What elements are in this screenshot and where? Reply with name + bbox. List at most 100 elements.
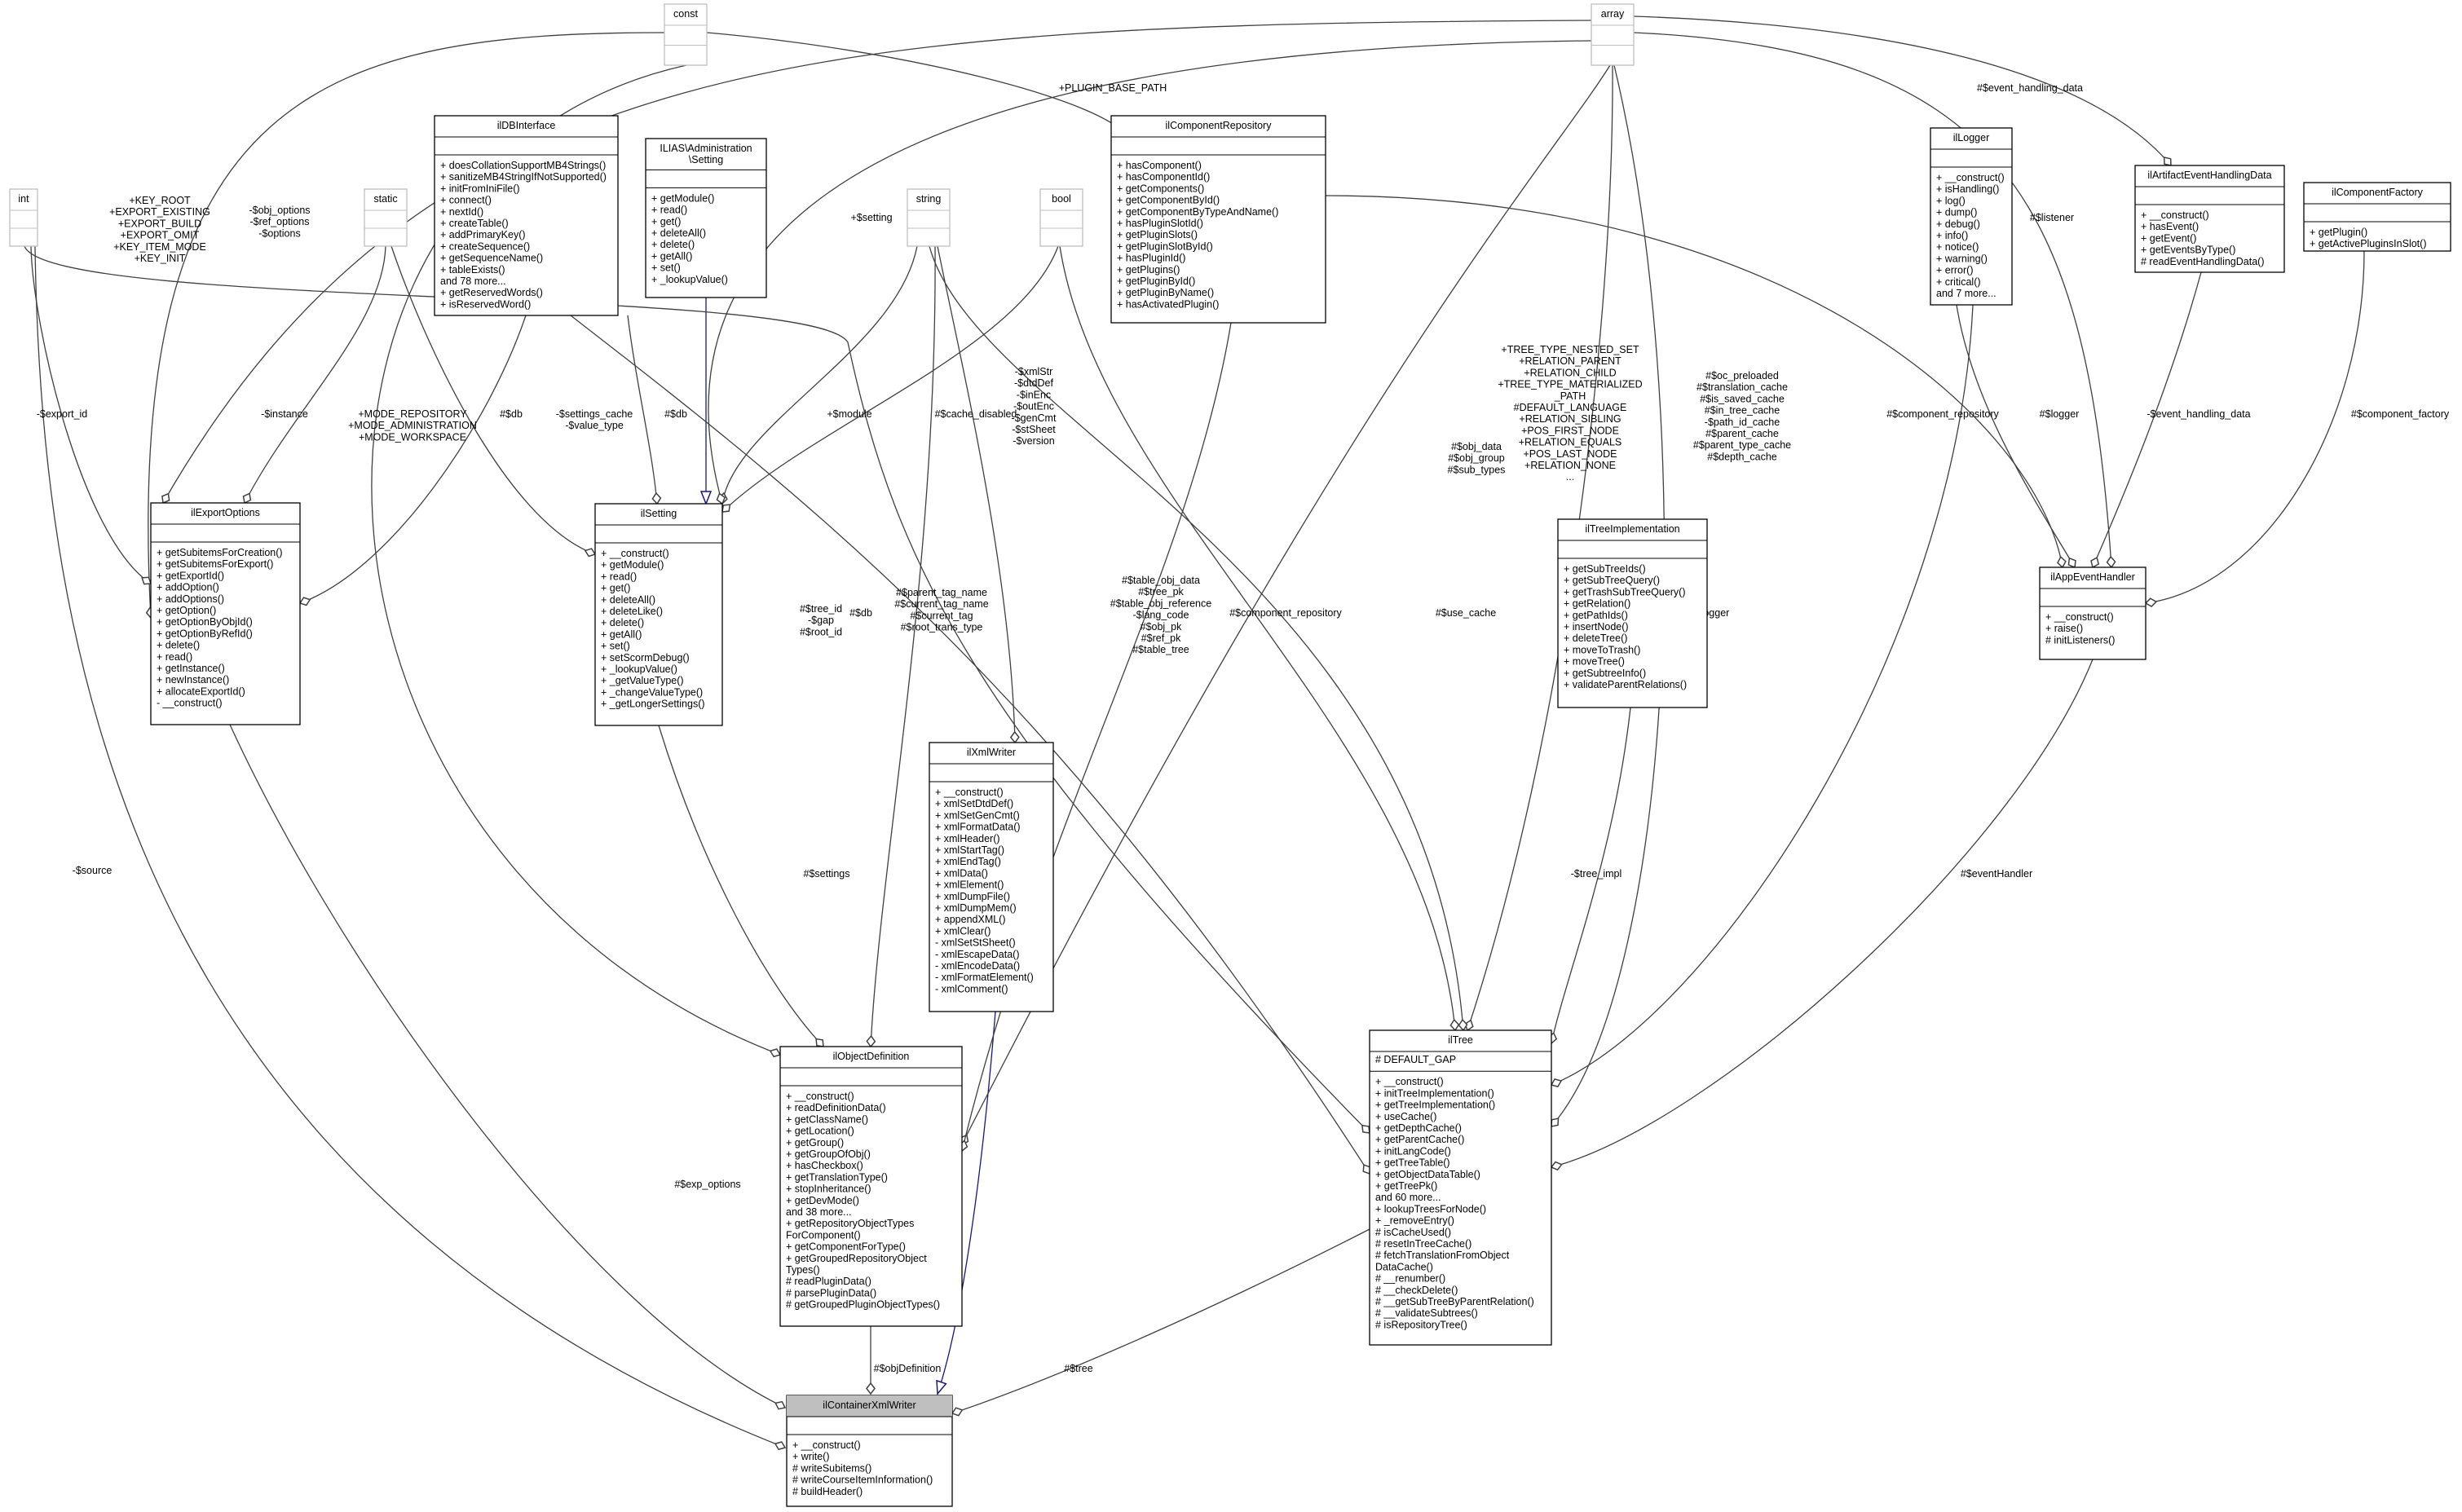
edge-label-component-factory: #$component_factory [2351,408,2450,420]
edge-label-line: -$lang_code [1133,610,1189,621]
class-method: + xmlData() [935,867,988,879]
class-box-int[interactable]: int [9,188,38,247]
class-method: + deleteTree() [1564,633,1627,644]
class-method: + get() [601,583,630,594]
class-box-il-component-repository[interactable]: ilComponentRepository+ hasComponent()+ h… [1110,115,1326,324]
class-box-bool[interactable]: bool [1039,188,1083,247]
edge-label-tree-impl: -$tree_impl [1571,868,1622,879]
edge-table-obj-data [929,245,1463,1030]
class-box-il-container-xml-writer[interactable]: ilContainerXmlWriter+ __construct()+ wri… [786,1395,953,1507]
class-box-il-logger[interactable]: ilLogger+ __construct()+ isHandling()+ l… [1930,127,2013,306]
edge-label-line: #$sub_types [1448,464,1506,475]
class-box-il-tree-implementation[interactable]: ilTreeImplementation+ getSubTreeIds()+ g… [1557,518,1708,708]
edge-label-line: -$obj_options [249,205,310,216]
class-box-il-tree[interactable]: ilTree# DEFAULT_GAP+ __construct()+ init… [1369,1029,1552,1346]
class-method: + __construct() [1375,1076,1444,1087]
class-box-il-component-factory[interactable]: ilComponentFactory+ getPlugin()+ getActi… [2303,182,2451,252]
edge-label-line: +KEY_ITEM_MODE [113,241,206,253]
edge-component-factory [2146,250,2365,603]
edge-label-setting: +$setting [850,212,892,223]
class-box-frame [434,115,619,316]
class-box-const[interactable]: const [664,3,708,66]
edge-label-parent-tag: #$parent_tag_name#$current_tag_name#$cur… [894,587,988,633]
class-method: + xmlClear() [935,925,991,937]
edge-label-line: -$dtdDef [1014,377,1053,389]
class-method: + stopInheritance() [786,1184,871,1195]
class-box-frame [929,742,1054,1012]
class-method: + lookupTreesForNode() [1375,1203,1486,1214]
class-method: + getEvent() [2141,232,2196,244]
class-method: + hasPluginId() [1117,253,1185,264]
class-method: + getSubitemsForCreation() [157,547,283,558]
class-method: + getGroup() [786,1137,844,1148]
class-method: # resetInTreeCache() [1375,1238,1471,1250]
class-box-array[interactable]: array [1591,3,1635,66]
edge-label-line: #$tree_pk [1138,586,1184,597]
class-method: + read() [651,205,687,216]
class-method: + sanitizeMB4StringIfNotSupported() [440,171,607,183]
class-box-il-dbinterface[interactable]: ilDBInterface+ doesCollationSupportMB4St… [434,115,619,316]
class-method: + getRelation() [1564,598,1630,610]
edge-label-line: #$root_trans_type [901,622,983,633]
class-title: ilComponentRepository [1166,120,1273,131]
class-title: ilTreeImplementation [1585,523,1679,535]
class-method: + getPlugin() [2310,227,2367,238]
class-box-frame [2134,165,2285,273]
edge-label-line: +KEY_ROOT [129,195,191,206]
edge-label-line: #$component_factory [2351,408,2450,420]
class-method: + getGroupOfObj() [786,1148,871,1160]
class-method: + allocateExportId() [157,685,245,697]
class-method: # __checkDelete() [1375,1285,1458,1296]
class-box-il-export-options[interactable]: ilExportOptions+ getSubitemsForCreation(… [150,502,301,725]
edge-label-line: -$value_type [565,420,624,431]
edge-label-plugin-base-path: +PLUGIN_BASE_PATH [1059,82,1167,94]
edge-label-line: +RELATION_PARENT [1519,355,1621,367]
class-method: + _changeValueType() [601,686,703,698]
edge-label-listener: #$listener [2030,212,2074,223]
class-method: + log() [1936,195,1966,206]
class-method: + xmlEndTag() [935,856,1001,867]
class-box-il-xml-writer[interactable]: ilXmlWriter+ __construct()+ xmlSetDtdDef… [929,742,1054,1012]
class-title: ilDBInterface [497,120,556,131]
inheritance-edge-4 [938,1011,996,1394]
class-method: + xmlSetGenCmt() [935,809,1020,821]
edge-label-oc-preloaded: #$oc_preloaded#$translation_cache#$is_sa… [1693,370,1791,462]
class-box-string[interactable]: string [907,188,951,247]
edge-cache-disabled [722,245,1059,512]
class-method: - xmlEncodeData() [935,960,1020,972]
class-box-static[interactable]: static [364,188,408,247]
edge-label-line: +TREE_TYPE_NESTED_SET [1501,344,1639,355]
edge-label-line: #$table_obj_reference [1110,597,1211,609]
class-method: + raise() [2045,623,2083,634]
class-method: + set() [601,641,630,652]
class-box-il-object-definition[interactable]: ilObjectDefinition+ __construct()+ readD… [779,1046,963,1327]
class-method: + debug() [1936,218,1980,230]
edge-label-line: #$obj_group [1448,452,1505,464]
edge-label-line: +EXPORT_EXISTING [109,206,210,218]
class-method: + getEventsByType() [2141,245,2235,256]
class-box-il-app-event-handler[interactable]: ilAppEventHandler+ __construct()+ raise(… [2039,566,2147,660]
edge-key-root [148,32,665,618]
class-method: + getSubtreeInfo() [1564,668,1646,679]
class-method: + newInstance() [157,674,229,685]
edge-label-line: +EXPORT_OMIT [121,230,200,241]
edge-label-line: +POS_LAST_NODE [1524,448,1617,460]
edge-label-line: +$setting [850,212,892,223]
edge-label-event-handler: #$eventHandler [1961,868,2032,879]
edge-label-use-cache: #$use_cache [1436,607,1496,619]
edge-label-line: +RELATION_EQUALS [1519,437,1622,448]
edge-label-line: +RELATION_SIBLING [1519,413,1621,425]
class-box-il-artifact-event-handling-data[interactable]: ilArtifactEventHandlingData+ __construct… [2134,165,2285,273]
class-title: ILIAS\Administration [660,143,752,154]
edge-settings-cache [390,245,595,554]
class-method: + deleteLike() [601,606,663,617]
class-method: + get() [651,216,681,227]
edge-label-line: #$event_handling_data [1977,82,2083,94]
class-method: + deleteAll() [651,227,706,239]
class-method: + getSubTreeQuery() [1564,575,1660,586]
edge-label-line: +MODE_ADMINISTRATION [348,420,477,431]
class-box-il-setting[interactable]: ilSetting+ __construct()+ getModule()+ r… [594,503,723,726]
class-box-iliassetting[interactable]: ILIAS\Administration\Setting+ getModule(… [645,138,767,298]
edge-label-line: #$oc_preloaded [1705,370,1779,381]
